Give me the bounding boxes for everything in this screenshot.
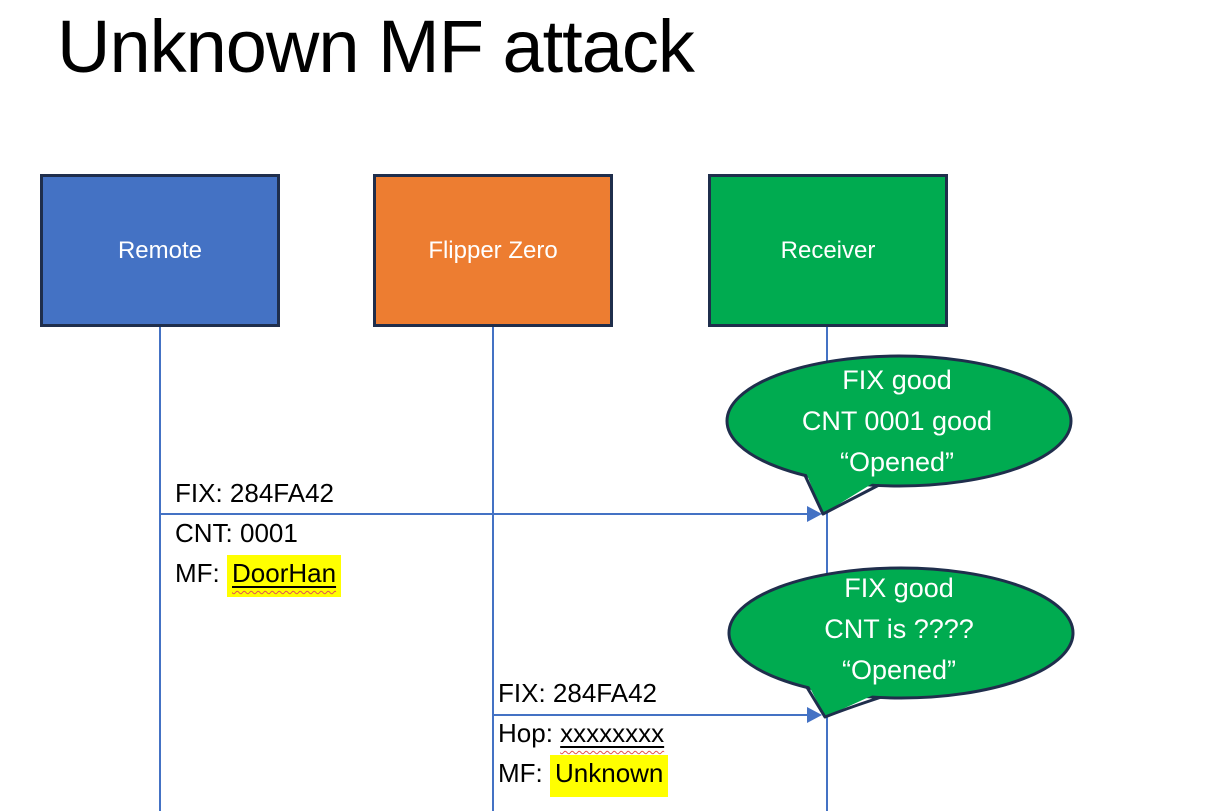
message1-cnt-label: CNT: 0001 — [175, 518, 298, 548]
callout-1-line-1: FIX good — [842, 365, 952, 395]
actor-box-receiver: Receiver — [708, 174, 948, 327]
callout-1-text: FIX good CNT 0001 good “Opened” — [722, 360, 1072, 483]
message2-arrowhead-icon — [807, 707, 822, 723]
callout-1-line-2: CNT 0001 good — [801, 406, 993, 436]
message2-mf-value-highlight: Unknown — [550, 755, 669, 797]
callout-bubble-1 — [725, 354, 1073, 516]
message2-hop-value: xxxxxxxx — [560, 718, 665, 748]
message2-hop-prefix: Hop: — [498, 718, 561, 748]
message2-mf-label: MF: Unknown — [498, 755, 669, 797]
message1-arrowhead-icon — [807, 506, 822, 522]
callout-1-ellipse — [725, 354, 1073, 488]
message1-mf-prefix: MF: — [175, 558, 227, 588]
message1-mf-label: MF: DoorHan — [175, 555, 342, 597]
callout-1-tail-fill — [805, 470, 878, 514]
callout-2-line-2: CNT is ???? — [824, 614, 974, 644]
callout-bubble-2 — [727, 566, 1075, 719]
lifeline-flipper-zero — [492, 327, 494, 811]
actor-box-remote: Remote — [40, 174, 280, 327]
message2-mf-prefix: MF: — [498, 758, 550, 788]
callout-2-tail-outline — [805, 685, 882, 719]
actor-label-flipper-zero: Flipper Zero — [428, 236, 558, 264]
actor-box-flipper-zero: Flipper Zero — [373, 174, 613, 327]
callout-2-line-3: “Opened” — [841, 655, 957, 685]
message1-mf-value: DoorHan — [232, 558, 337, 588]
callout-2-text: FIX good CNT is ???? “Opened” — [724, 568, 1074, 691]
callout-2-line-1: FIX good — [844, 573, 954, 603]
actor-label-remote: Remote — [117, 236, 203, 264]
actor-label-receiver: Receiver — [780, 236, 876, 264]
lifeline-remote — [159, 327, 161, 811]
message1-fix-label: FIX: 284FA42 — [175, 478, 334, 508]
callout-2-ellipse — [727, 566, 1075, 700]
message2-hop-label: Hop: xxxxxxxx — [498, 718, 664, 749]
message1-mf-value-highlight: DoorHan — [227, 555, 342, 597]
callout-2-tail-fill — [807, 682, 880, 717]
message2-fix-label: FIX: 284FA42 — [498, 678, 657, 708]
lifeline-receiver — [826, 327, 828, 811]
callout-1-tail-outline — [803, 473, 880, 516]
message1-arrow-line — [160, 513, 807, 515]
callout-1-line-3: “Opened” — [839, 447, 955, 477]
slide-title: Unknown MF attack — [57, 5, 695, 88]
message2-arrow-line — [492, 714, 807, 716]
